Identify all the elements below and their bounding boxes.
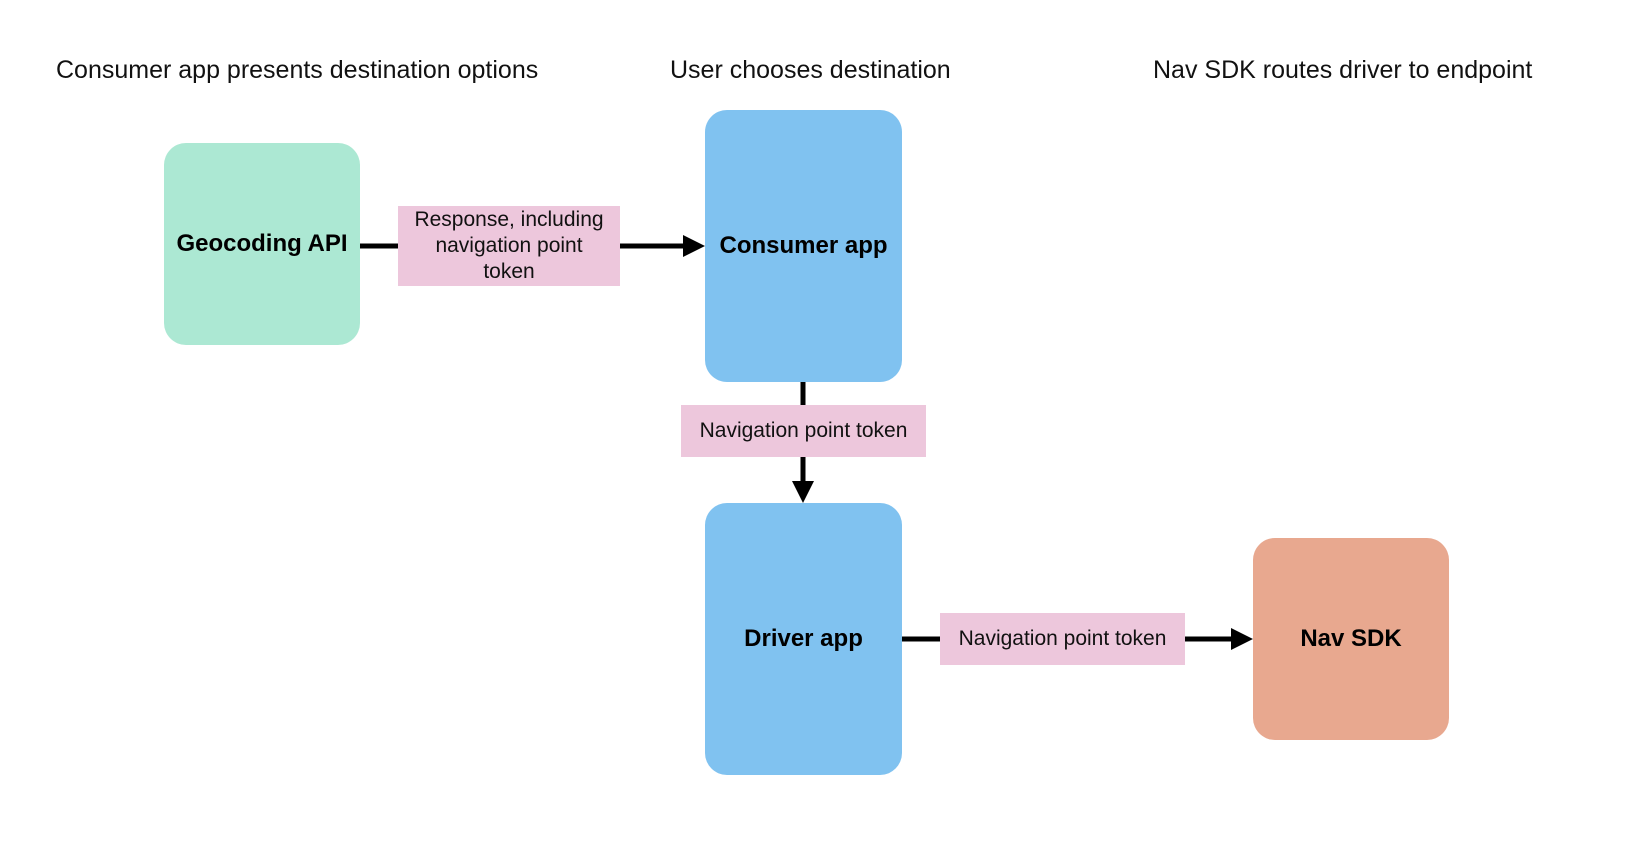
node-label-geocoding-api: Geocoding API: [176, 230, 348, 257]
node-geocoding-api[interactable]: Geocoding API: [164, 143, 360, 345]
node-nav-sdk[interactable]: Nav SDK: [1253, 538, 1449, 740]
node-label-driver-app: Driver app: [744, 625, 863, 652]
edge-label-text-nav-token-mid: Navigation point token: [699, 419, 908, 442]
edge-label-navigation-point-token-driver-to-navsdk: Navigation point token: [940, 613, 1185, 665]
node-driver-app[interactable]: Driver app: [705, 503, 902, 775]
node-consumer-app[interactable]: Consumer app: [705, 110, 902, 382]
arrow-head-to-consumer-app: [683, 235, 705, 257]
edge-label-line-3: token: [483, 260, 535, 283]
edge-label-line-2: navigation point: [435, 234, 583, 257]
edge-label-response-including-navigation-point-token: Response, including navigation point token: [398, 206, 620, 286]
column-heading-consumer: Consumer app presents destination option…: [56, 56, 539, 84]
arrow-head-to-nav-sdk: [1231, 628, 1253, 650]
edge-label-text-nav-token-sdk: Navigation point token: [958, 627, 1167, 650]
column-heading-navsdk: Nav SDK routes driver to endpoint: [1153, 56, 1533, 84]
edge-label-text-response: Response, including navigation point token: [414, 207, 603, 285]
column-heading-user: User chooses destination: [670, 56, 951, 84]
edge-label-navigation-point-token-consumer-to-driver: Navigation point token: [681, 405, 926, 457]
edge-label-line-1: Response, including: [414, 208, 604, 231]
node-label-nav-sdk: Nav SDK: [1300, 625, 1402, 652]
node-label-consumer-app: Consumer app: [719, 232, 888, 259]
arrow-head-to-driver-app: [792, 481, 814, 503]
